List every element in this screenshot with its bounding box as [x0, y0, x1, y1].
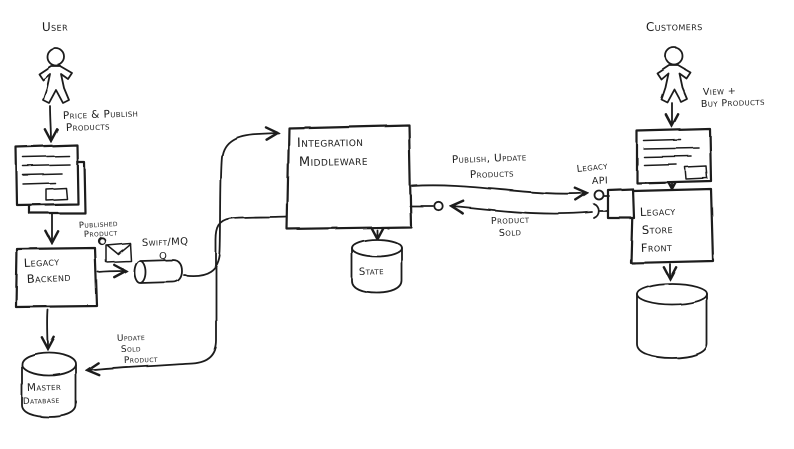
master-database-label-2: Database	[23, 396, 60, 407]
legacy-backend-label-2: Backend	[26, 270, 71, 286]
published-product-message-icon	[97, 236, 132, 263]
flow-update-sold-product	[88, 216, 288, 370]
integration-middleware-label-1: Integration	[297, 135, 364, 151]
product-sold-label-2: Sold	[499, 227, 522, 239]
legacy-api-label-2: API	[592, 175, 609, 187]
product-sold-label-1: Product	[491, 215, 530, 227]
flow-publish-update-products	[411, 184, 586, 193]
published-product-label-1: Published	[79, 219, 119, 231]
view-buy-label-1: View +	[703, 86, 737, 98]
legacy-store-front-label-3: Front	[641, 240, 673, 255]
legacy-api-label-1: Legacy	[576, 161, 609, 175]
master-database-label-1: Master	[27, 381, 62, 394]
flow-product-sold	[452, 206, 593, 215]
flow-backend-to-queue	[97, 271, 125, 272]
publish-update-label-1: Publish, Update	[452, 151, 527, 166]
master-database-icon	[21, 351, 77, 418]
update-sold-label-2: Sold	[121, 344, 141, 355]
legacy-api-adapter-box	[606, 187, 636, 220]
socket-connector-icon	[593, 203, 609, 219]
queue-label-2: Q	[159, 251, 167, 262]
legacy-backend-box	[14, 246, 99, 309]
publish-update-label-2: Products	[470, 167, 515, 181]
publish-form-icon	[14, 143, 87, 215]
customers-label: Customers	[646, 19, 703, 34]
state-store-icon	[351, 238, 403, 294]
price-publish-label-1: Price & Publish	[63, 107, 139, 122]
store-database-icon	[636, 282, 708, 359]
flow-user-to-form	[50, 105, 51, 140]
state-store-label: State	[359, 266, 384, 278]
legacy-store-front-label-2: Store	[642, 222, 674, 237]
view-buy-label-2: Buy Products	[701, 97, 765, 110]
price-publish-label-2: Products	[66, 120, 111, 134]
ball-connector-icon	[409, 200, 444, 212]
customers-actor-icon	[656, 46, 691, 103]
legacy-api-ball-icon	[593, 189, 610, 201]
user-actor-icon	[38, 47, 73, 104]
flow-queue-to-middleware	[183, 133, 277, 277]
legacy-backend-label-1: Legacy	[23, 254, 59, 270]
store-page-icon	[635, 127, 713, 185]
legacy-store-front-box	[629, 187, 715, 265]
queue-label-1: Swift/MQ	[142, 236, 189, 249]
update-sold-label-3: Product	[124, 355, 158, 366]
legacy-store-front-label-1: Legacy	[640, 204, 676, 219]
integration-middleware-box	[285, 123, 413, 231]
published-product-label-2: Product	[84, 228, 118, 240]
update-sold-label-1: Update	[117, 333, 146, 344]
user-label: User	[42, 20, 68, 34]
queue-icon	[133, 259, 183, 284]
integration-middleware-label-2: Middleware	[299, 154, 368, 170]
